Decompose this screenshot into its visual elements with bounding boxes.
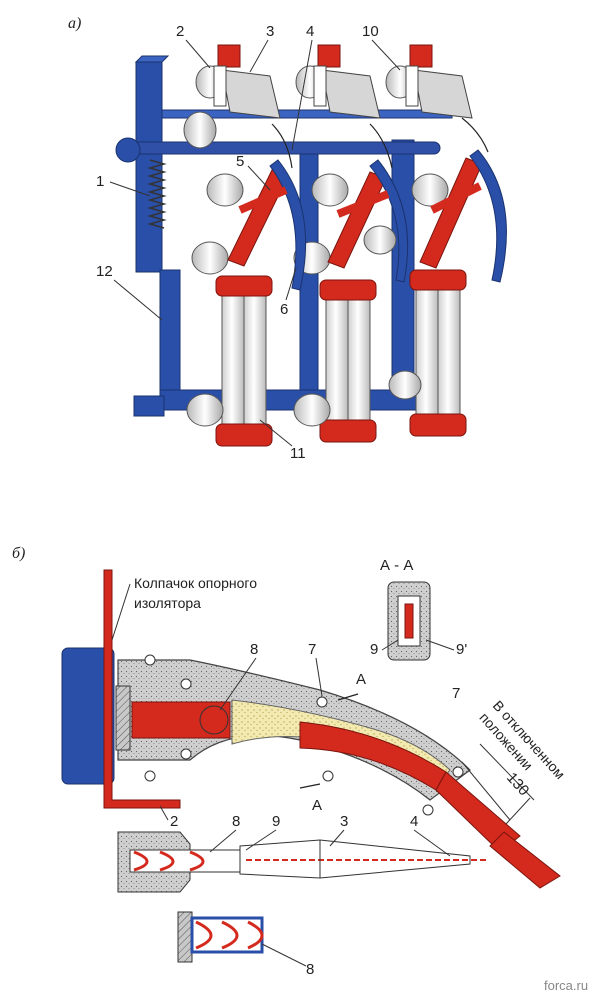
callout-12: 12 bbox=[96, 263, 113, 280]
fuse-2 bbox=[319, 279, 377, 443]
section-aa bbox=[387, 581, 431, 661]
fuse-3 bbox=[409, 269, 467, 437]
watermark: forca.ru bbox=[544, 978, 588, 993]
callout-6: 6 bbox=[280, 301, 288, 318]
knife-blade-2 bbox=[327, 159, 409, 283]
callout-10: 10 bbox=[362, 23, 379, 40]
motion-arrows bbox=[271, 117, 489, 169]
top-contact-3 bbox=[405, 44, 473, 119]
callout-4-bottom: 4 bbox=[410, 813, 418, 830]
contact-pivot bbox=[199, 705, 229, 735]
section-mark-a1: А bbox=[356, 671, 366, 688]
callout-1: 1 bbox=[96, 173, 104, 190]
knife-blade-3 bbox=[419, 149, 507, 283]
callout-8-mid: 8 bbox=[232, 813, 240, 830]
callout-3: 3 bbox=[266, 23, 274, 40]
panel-a-tag: а) bbox=[68, 15, 81, 32]
knife-blade-1 bbox=[227, 159, 307, 291]
callout-2: 2 bbox=[176, 23, 184, 40]
top-contact-2 bbox=[313, 44, 381, 119]
insulator-cap bbox=[61, 647, 115, 785]
fuse-1 bbox=[215, 275, 273, 447]
panel-b-tag: б) bbox=[12, 545, 25, 562]
hatched-plate bbox=[115, 685, 131, 751]
mounting-bracket bbox=[103, 569, 181, 809]
dimension-value: 130 bbox=[503, 769, 532, 799]
panel-b: б) А - А bbox=[12, 545, 568, 978]
callout-5: 5 bbox=[236, 153, 244, 170]
callout-9-section: 9 bbox=[370, 641, 378, 658]
callout-9-mid: 9 bbox=[272, 813, 280, 830]
spring bbox=[147, 159, 167, 229]
section-label: А - А bbox=[380, 557, 413, 574]
callout-8-bottom: 8 bbox=[306, 961, 314, 978]
panel-a: а) bbox=[68, 15, 507, 462]
blue-frame bbox=[115, 55, 461, 417]
knife-off-tip bbox=[489, 831, 561, 889]
callout-11: 11 bbox=[290, 445, 306, 462]
callout-8-top: 8 bbox=[250, 641, 258, 658]
panel-a-callouts: 1 2 3 4 5 6 10 11 12 bbox=[96, 23, 401, 462]
cap-label-line2: изолятора bbox=[134, 595, 201, 611]
callout-2-bottom: 2 bbox=[170, 813, 178, 830]
section-mark-a2: А bbox=[312, 797, 322, 814]
callout-9prime: 9' bbox=[456, 641, 467, 658]
bolts bbox=[144, 654, 464, 816]
callout-7-top: 7 bbox=[308, 641, 316, 658]
lower-assembly bbox=[117, 831, 486, 893]
top-contact-1 bbox=[213, 44, 281, 119]
callout-3-bottom: 3 bbox=[340, 813, 348, 830]
cap-label-line1: Колпачок опорного bbox=[134, 575, 257, 591]
detail-8 bbox=[177, 911, 264, 963]
callout-7-right: 7 bbox=[452, 685, 460, 702]
bottom-insulators bbox=[186, 370, 422, 427]
callout-4: 4 bbox=[306, 23, 314, 40]
